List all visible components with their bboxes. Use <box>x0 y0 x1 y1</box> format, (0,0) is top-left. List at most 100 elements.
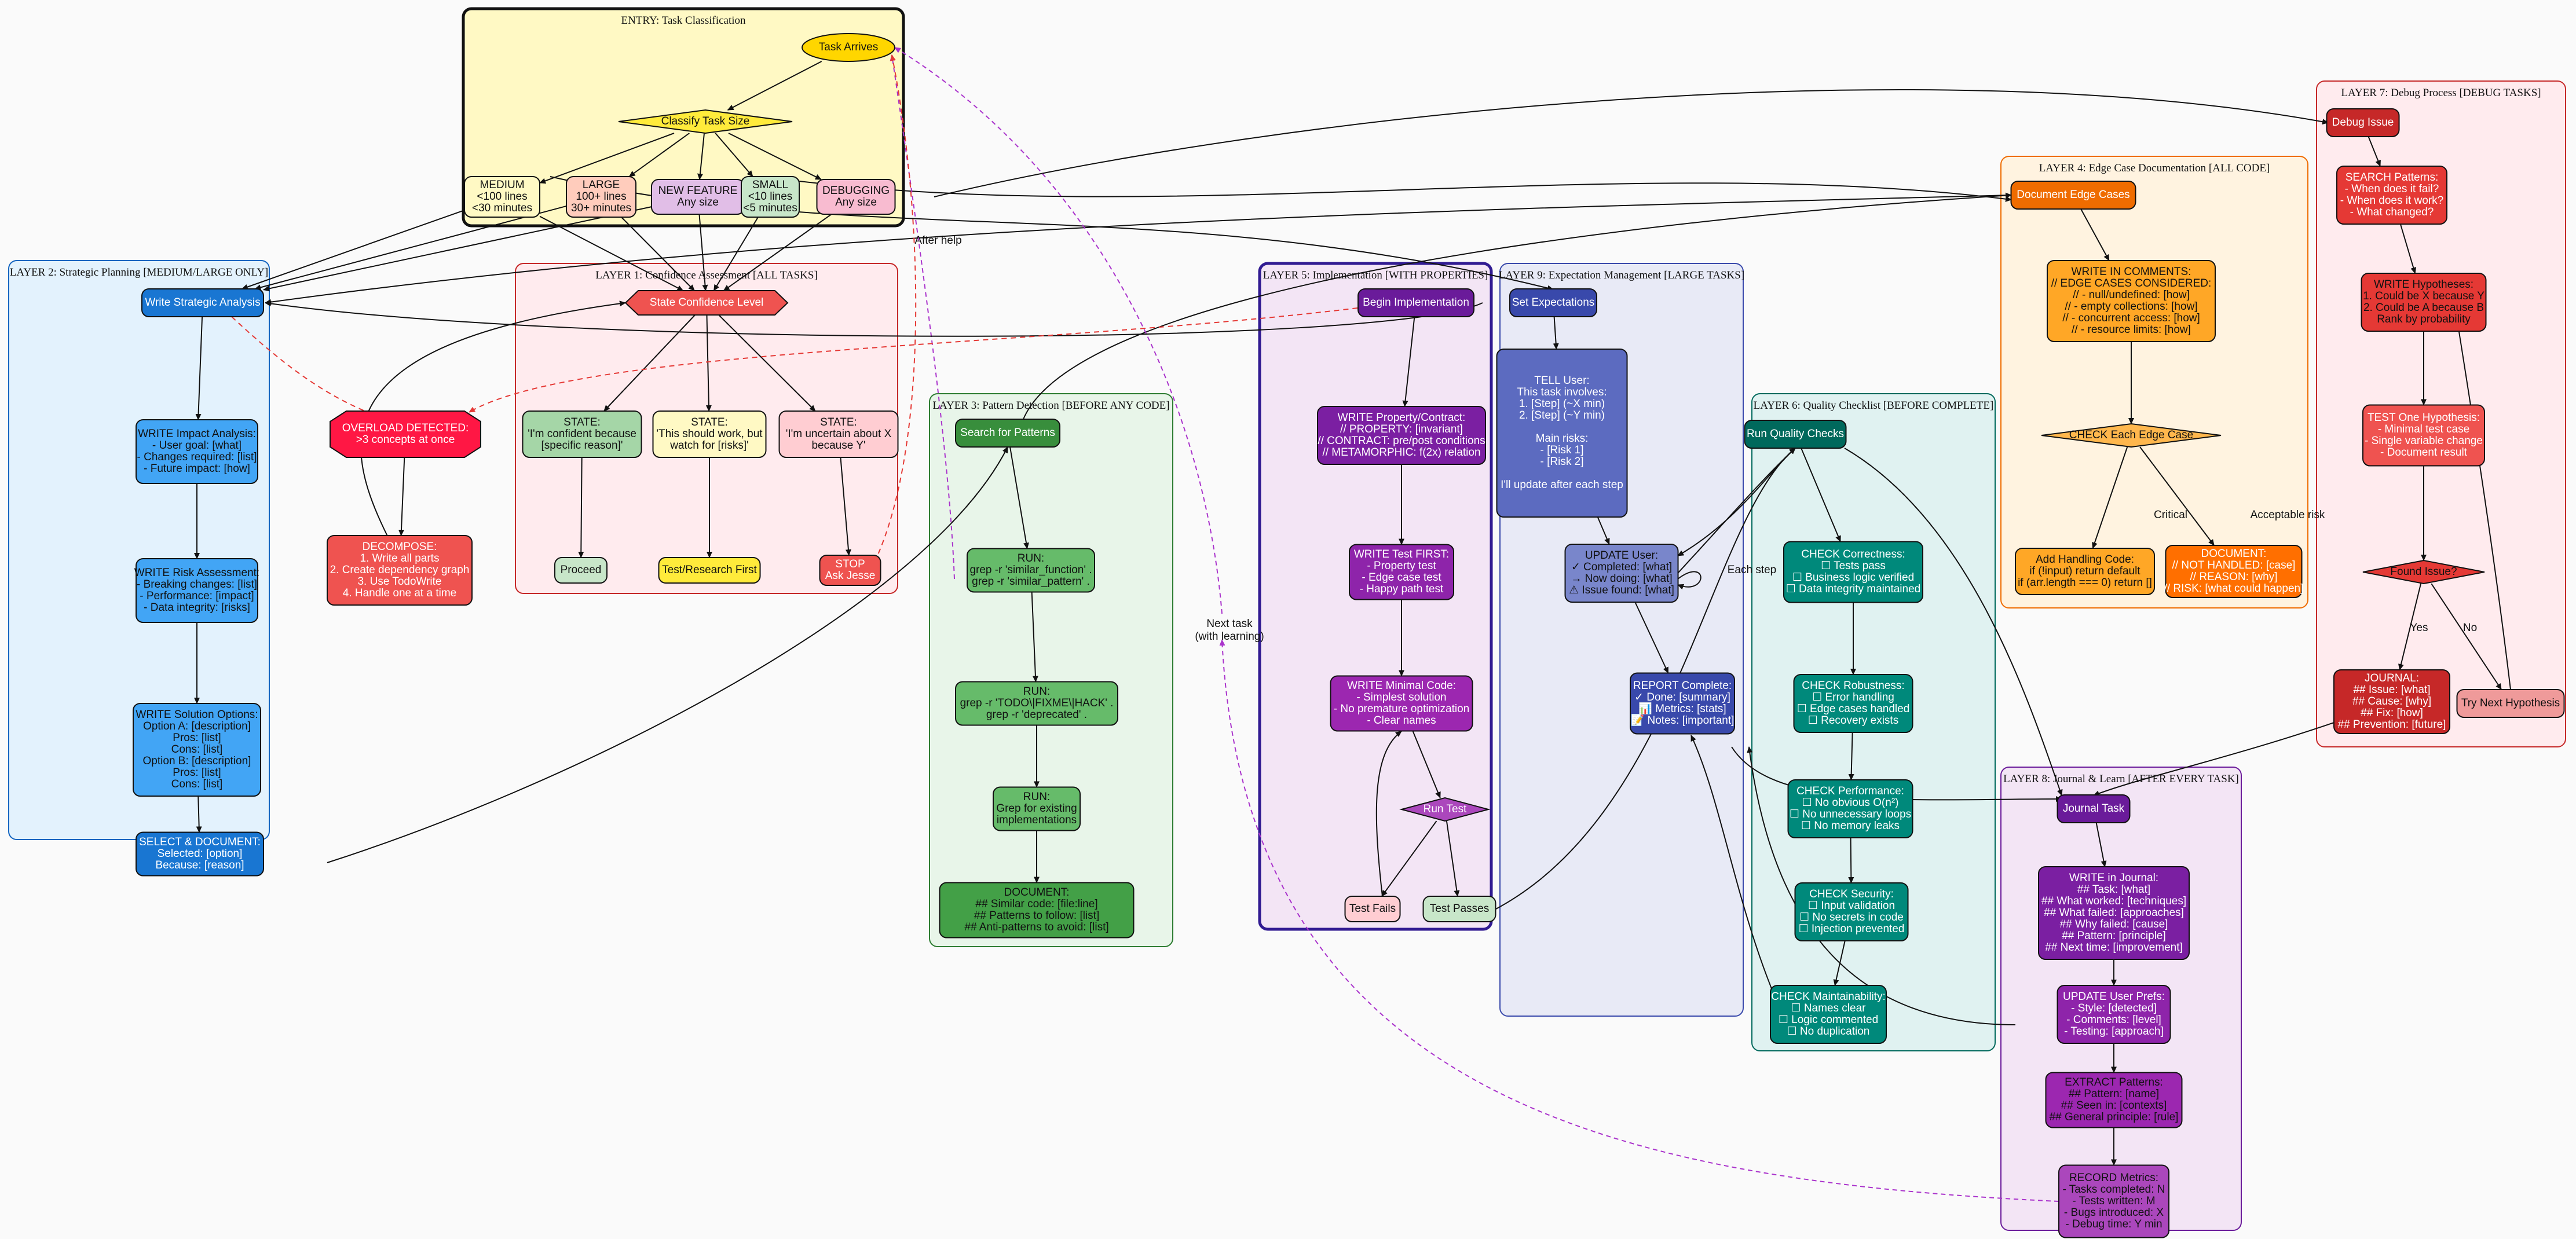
node-record-metrics: RECORD Metrics:- Tasks completed: N- Tes… <box>2058 1164 2169 1238</box>
node-text-line: WRITE Minimal Code: <box>1347 680 1456 692</box>
node-text-line: ☐ No obvious O(n²) <box>1802 797 1899 809</box>
node-text-line: ☐ Injection prevented <box>1799 923 1905 935</box>
node-report-complete: REPORT Complete:✓ Done: [summary]📊 Metri… <box>1630 672 1735 735</box>
node-text-line: ☐ No unnecessary loops <box>1790 808 1911 820</box>
edge-dashed-2 <box>870 54 917 571</box>
node-text-line: RUN: <box>1018 552 1044 564</box>
node-text-line: Selected: [option] <box>158 848 243 860</box>
node-text-line: - Document result <box>2380 446 2468 459</box>
node-text-line: I'll update after each step <box>1501 479 1623 491</box>
node-text-line: [specific reason]' <box>541 439 623 452</box>
node-state-conf: State Confidence Level <box>624 290 789 316</box>
edge-curve-9 <box>1375 731 1402 897</box>
node-text-line: ☐ No memory leaks <box>1801 820 1900 832</box>
cluster-title: LAYER 3: Pattern Detection [BEFORE ANY C… <box>932 399 1169 412</box>
node-text-line: Run Quality Checks <box>1747 428 1844 440</box>
node-text-line: ## Seen in: [contexts] <box>2061 1099 2167 1112</box>
node-doc-patterns: DOCUMENT:## Similar code: [file:line]## … <box>939 882 1135 939</box>
node-text-line: ## Issue: [what] <box>2353 684 2430 696</box>
node-text-line: STATE: <box>691 416 728 428</box>
node-test-one: TEST One Hypothesis:- Minimal test case-… <box>2362 404 2485 467</box>
node-text-line: ☐ Business logic verified <box>1792 571 1914 584</box>
node-text-line: <5 minutes <box>743 202 797 214</box>
edge-curve-14 <box>1844 448 2063 796</box>
node-text-line: 4. Handle one at a time <box>343 587 456 599</box>
node-text-line: Pros: [list] <box>173 767 221 779</box>
node-text-line: → Now doing: [what] <box>1571 573 1672 585</box>
node-text-line: DOCUMENT: <box>2201 548 2267 560</box>
edge-task_arrives-to-classify <box>727 61 822 111</box>
node-text-line: CHECK Security: <box>1809 888 1894 900</box>
edge-tell_user-to-update_user <box>1597 516 1610 545</box>
node-text-line: Test Passes <box>1430 903 1489 915</box>
node-text-line: DEBUGGING <box>822 185 890 197</box>
node-text-line: UPDATE User: <box>1585 549 1658 562</box>
node-text-line: Proceed <box>561 564 602 576</box>
node-text-line: - Simplest solution <box>1356 691 1446 703</box>
node-text-line: - Bugs introduced: X <box>2064 1207 2164 1219</box>
node-text-line: - When does it fail? <box>2345 183 2439 195</box>
edge-write_strategic-to-impact <box>195 316 203 420</box>
node-text-line: grep -r 'similar_pattern' . <box>972 575 1090 588</box>
node-text-line: EXTRACT Patterns: <box>2065 1076 2163 1088</box>
node-text-line: - No premature optimization <box>1334 703 1469 715</box>
node-text-line: Journal Task <box>2063 802 2125 815</box>
node-text-line: WRITE Property/Contract: <box>1338 412 1466 424</box>
node-text-line: ## Similar code: [file:line] <box>975 898 1097 910</box>
node-text-line: ⚠ Issue found: [what] <box>1569 584 1674 596</box>
node-text-line: // RISK: [what could happen] <box>2164 582 2304 595</box>
node-set-expect: Set Expectations <box>1509 288 1597 317</box>
cluster-title: LAYER 6: Quality Checklist [BEFORE COMPL… <box>1754 399 1994 412</box>
node-text-line: OVERLOAD DETECTED: <box>342 422 469 434</box>
node-text-line: ## What worked: [techniques] <box>2041 895 2186 907</box>
node-select-doc: SELECT & DOCUMENT:Selected: [option]Beca… <box>136 831 264 877</box>
node-text-line: - [Risk 1] <box>1541 444 1584 456</box>
edge-curve-3 <box>265 195 2012 305</box>
node-text-line: Option B: [description] <box>143 755 251 767</box>
node-text-line: DOCUMENT: <box>1004 886 1070 899</box>
node-begin-impl: Begin Implementation <box>1357 288 1474 317</box>
node-classify: Classify Task Size <box>618 109 793 134</box>
node-text-line: Any size <box>835 196 877 208</box>
node-text-line: RECORD Metrics: <box>2069 1172 2158 1184</box>
node-text-line: SMALL <box>752 179 788 191</box>
edge-large-to-write_strategic <box>254 205 567 291</box>
node-extract-patterns: EXTRACT Patterns:## Pattern: [name]## Se… <box>2045 1072 2183 1128</box>
edge-set_expect-to-tell_user <box>1553 316 1559 350</box>
edge-run_test-to-test_fails <box>1381 820 1437 897</box>
node-check-security: CHECK Security:☐ Input validation☐ No se… <box>1794 882 1909 941</box>
node-text-line: - Performance: [impact] <box>140 590 254 602</box>
node-text-line: 1. [Step] (~X min) <box>1519 398 1605 410</box>
node-text-line: CHECK Performance: <box>1796 785 1904 797</box>
node-text-line: STATE: <box>564 416 601 428</box>
node-update-user: UPDATE User:✓ Completed: [what]→ Now doi… <box>1564 544 1679 603</box>
edge-curve-16 <box>1677 448 1796 574</box>
node-text-line: ## Pattern: [principle] <box>2062 930 2166 942</box>
node-test-fails: Test Fails <box>1344 896 1401 922</box>
node-search-patterns-d: SEARCH Patterns:- When does it fail?- Wh… <box>2336 166 2447 225</box>
node-text-line: ## What failed: [approaches] <box>2044 907 2184 919</box>
node-text-line: REPORT Complete: <box>1633 680 1732 692</box>
node-text-line: - Debug time: Y min <box>2065 1218 2162 1230</box>
node-small: SMALL<10 lines<5 minutes <box>741 176 800 218</box>
edge-check_edge-to-add_handling <box>2092 446 2128 549</box>
node-text-line: ## Patterns to follow: [list] <box>974 910 1100 922</box>
node-text-line: ## Prevention: [future] <box>2338 719 2446 731</box>
cluster-title: LAYER 8: Journal & Learn [AFTER EVERY TA… <box>2003 773 2239 785</box>
node-found-issue: Found Issue? <box>2362 559 2485 585</box>
node-text-line: Option A: [description] <box>143 720 251 732</box>
node-text-line: ☐ Tests pass <box>1821 560 1886 572</box>
node-text-line: ## Pattern: [name] <box>2069 1088 2159 1100</box>
edge-curve-20 <box>1219 639 2059 1202</box>
node-text-line: Cons: [list] <box>171 778 223 790</box>
edge-run_quality-to-check_correct <box>1801 448 1841 542</box>
edge-dashed-1 <box>469 306 1367 413</box>
node-text-line: Begin Implementation <box>1363 296 1469 309</box>
edge-new_feature-to-state_conf <box>698 214 708 291</box>
edge-small-to-state_conf <box>713 217 759 291</box>
node-text-line: This task involves: <box>1517 386 1607 398</box>
edge-solution-to-select_doc <box>196 796 202 833</box>
